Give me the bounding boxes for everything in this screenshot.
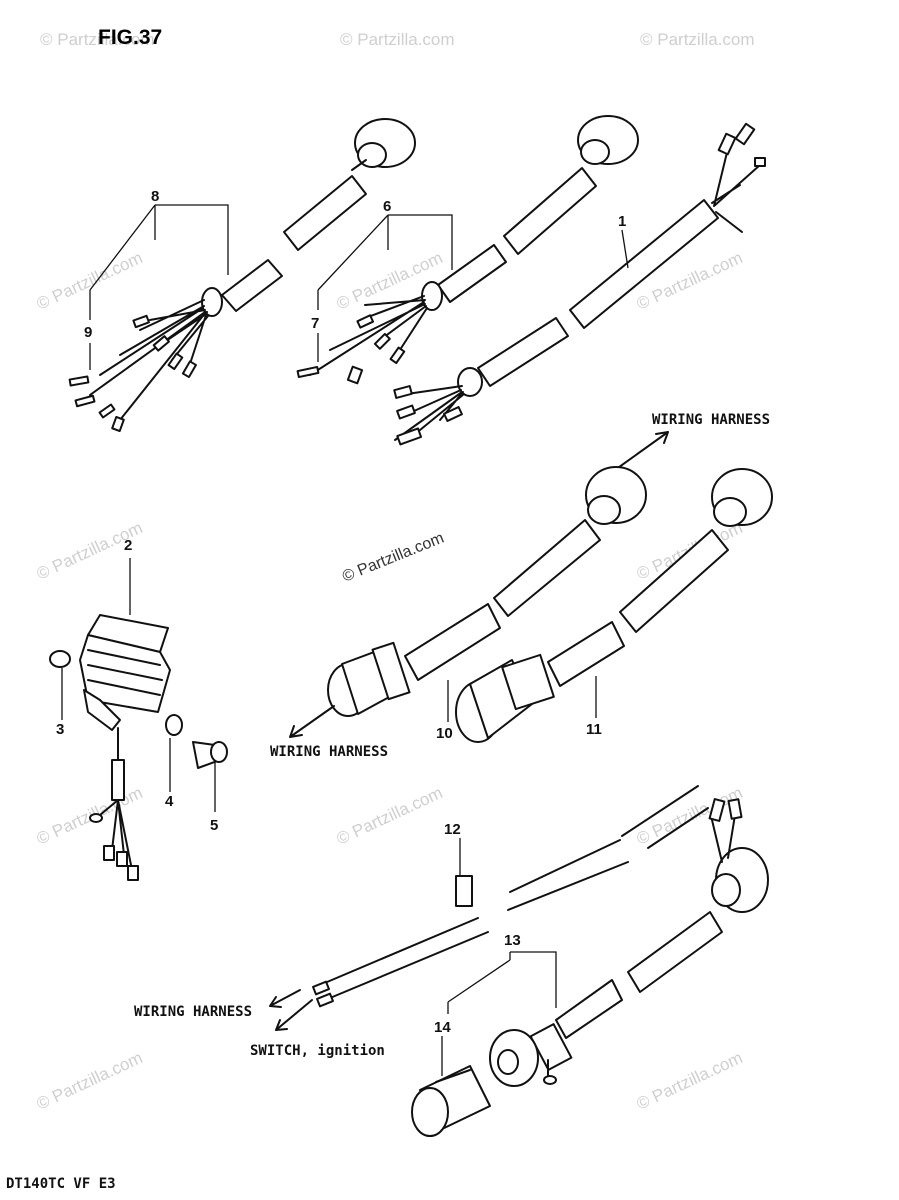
callout-label-14: 14 bbox=[434, 1019, 451, 1036]
watermark: © Partzilla.com bbox=[40, 30, 155, 49]
callout-label-13: 13 bbox=[504, 932, 521, 949]
callout-label-2: 2 bbox=[124, 537, 132, 554]
watermark-layer: © Partzilla.com © Partzilla.com © Partzi… bbox=[34, 30, 755, 1114]
wiring-harness-arrow-bottom bbox=[269, 989, 301, 1008]
regulator-part-2 bbox=[49, 558, 228, 881]
callout-label-8: 8 bbox=[151, 188, 159, 205]
watermark: © Partzilla.com bbox=[334, 783, 446, 849]
switch-ignition-label: SWITCH, ignition bbox=[250, 1043, 385, 1059]
center-watermark: © Partzilla.com bbox=[340, 530, 446, 586]
watermark: © Partzilla.com bbox=[640, 30, 755, 49]
watermark: © Partzilla.com bbox=[34, 783, 146, 849]
harness-part-6 bbox=[296, 115, 639, 385]
callout-label-10: 10 bbox=[436, 725, 453, 742]
watermark: © Partzilla.com bbox=[634, 1048, 746, 1114]
callout-label-6: 6 bbox=[383, 198, 391, 215]
diagram-code: DT140TC VF E3 bbox=[6, 1176, 116, 1192]
callout-label-4: 4 bbox=[165, 793, 174, 810]
watermark: © Partzilla.com bbox=[634, 783, 746, 849]
wiring-harness-arrow-middle bbox=[289, 705, 335, 738]
extension-part-10 bbox=[327, 466, 647, 722]
callout-label-3: 3 bbox=[56, 721, 64, 738]
watermark: © Partzilla.com bbox=[34, 1048, 146, 1114]
wiring-harness-label-top: WIRING HARNESS bbox=[652, 412, 770, 428]
wiring-harness-label-middle: WIRING HARNESS bbox=[270, 744, 388, 760]
switch-ignition-arrow bbox=[275, 999, 313, 1031]
extension-part-11 bbox=[455, 468, 773, 743]
watermark: © Partzilla.com bbox=[340, 30, 455, 49]
wire-part-12 bbox=[312, 785, 709, 1008]
callout-label-5: 5 bbox=[210, 817, 218, 834]
wiring-harness-label-bottom: WIRING HARNESS bbox=[134, 1004, 252, 1020]
harness-part-1 bbox=[393, 122, 766, 446]
callout-label-9: 9 bbox=[84, 324, 92, 341]
harness-part-8 bbox=[68, 118, 416, 433]
callout-label-7: 7 bbox=[311, 315, 319, 332]
wiring-harness-arrow-top bbox=[614, 431, 669, 471]
switch-cap-part-14 bbox=[411, 1036, 491, 1137]
figure-title: FIG.37 bbox=[98, 26, 162, 49]
callout-label-12: 12 bbox=[444, 821, 461, 838]
switch-part-13 bbox=[447, 798, 769, 1087]
callout-label-1: 1 bbox=[618, 213, 626, 230]
callout-label-11: 11 bbox=[586, 721, 602, 738]
